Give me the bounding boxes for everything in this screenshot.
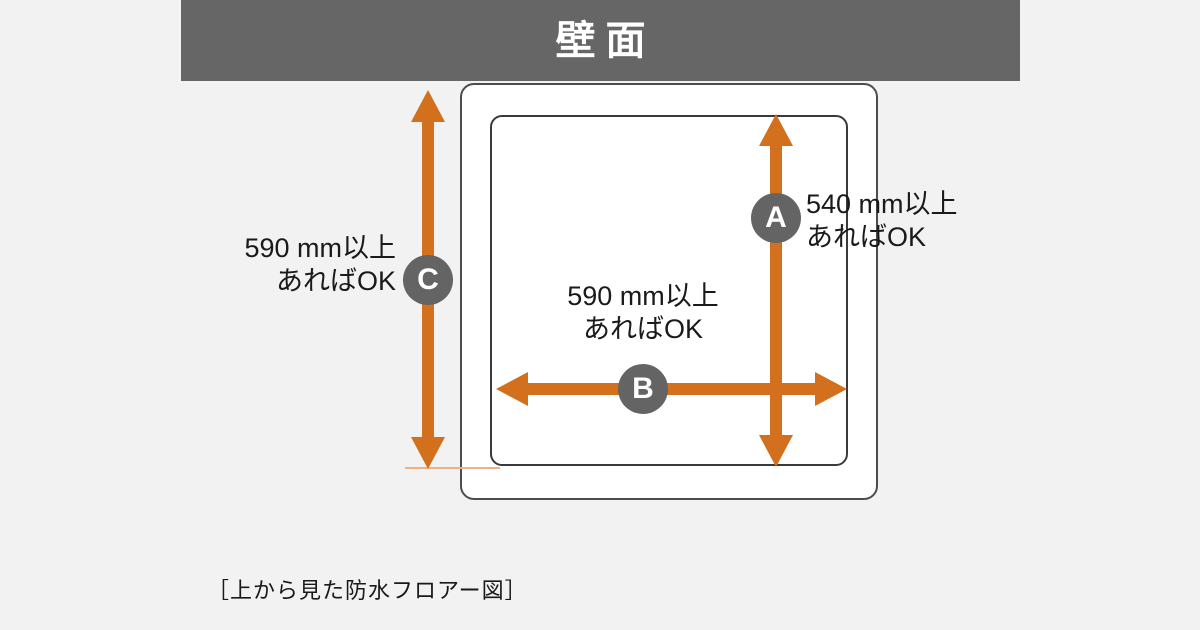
dimension-badge-a-label: A — [765, 201, 787, 234]
figure-caption: ［上から見た防水フロアー図］ — [207, 578, 528, 603]
dimension-arrow-b — [496, 372, 847, 406]
dimension-badge-b-label: B — [632, 372, 654, 405]
dimension-caption-c-line2: あればOK — [275, 265, 396, 296]
extension-guide-line — [405, 467, 500, 469]
dimension-caption-a: 540 mm以上 あればOK — [806, 188, 958, 254]
dimension-caption-a-line1: 540 mm以上 — [806, 189, 958, 219]
dimension-badge-c-label: C — [417, 263, 439, 296]
dimension-caption-b: 590 mm以上 あればOK — [528, 280, 758, 346]
dimension-caption-b-line1: 590 mm以上 — [567, 281, 719, 311]
dimension-caption-c: 590 mm以上 あればOK — [198, 232, 396, 298]
dimension-badge-a: A — [751, 193, 801, 243]
wall-banner: 壁面 — [181, 0, 1020, 81]
wall-banner-label: 壁面 — [555, 18, 656, 63]
dimension-caption-c-line1: 590 mm以上 — [244, 233, 396, 263]
dimension-arrow-a — [759, 114, 793, 467]
dimension-badge-b: B — [618, 364, 668, 414]
dimension-caption-a-line2: あればOK — [806, 221, 927, 252]
waterproof-floor-inner-outline — [490, 115, 848, 466]
dimension-badge-c: C — [403, 255, 453, 305]
dimension-caption-b-line2: あればOK — [582, 313, 703, 344]
